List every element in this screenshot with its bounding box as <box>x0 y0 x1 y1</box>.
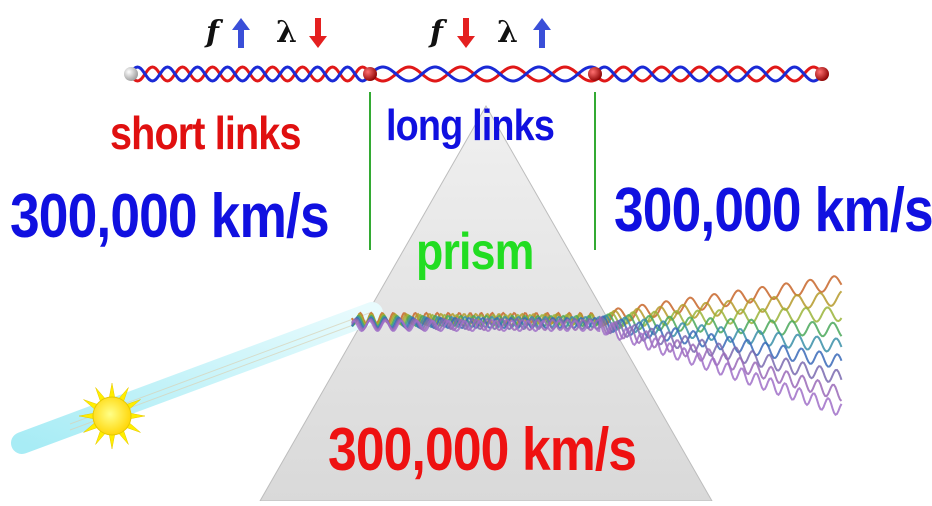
arrow-down-icon <box>309 18 327 48</box>
spectrum-wave <box>351 319 843 417</box>
wave-node <box>363 67 377 81</box>
speed-label-right: 300,000 km/s <box>614 176 932 245</box>
speed-label-left: 300,000 km/s <box>10 182 330 251</box>
arrow-up-icon <box>533 18 551 48</box>
arrow-up-icon <box>232 18 250 48</box>
spectrum-waves <box>351 275 843 417</box>
wavelength-symbol-right: λ <box>497 15 519 50</box>
arrow-down-icon <box>457 18 475 48</box>
twisted-wave <box>124 65 829 83</box>
spectrum-wave <box>351 316 843 384</box>
prism-speed-label: 300,000 km/s <box>328 416 637 483</box>
prism-label: prism <box>416 223 534 281</box>
wavelength-symbol-left: λ <box>276 15 298 50</box>
frequency-symbol-right: f <box>430 15 443 50</box>
wave-node <box>588 67 602 81</box>
wave-node <box>815 67 829 81</box>
sun-icon <box>78 382 146 450</box>
wave-node <box>124 67 138 81</box>
spectrum-wave <box>351 315 843 402</box>
short-links-label: short links <box>110 107 301 159</box>
long-links-label: long links <box>386 101 555 150</box>
frequency-symbol-left: f <box>206 15 219 50</box>
